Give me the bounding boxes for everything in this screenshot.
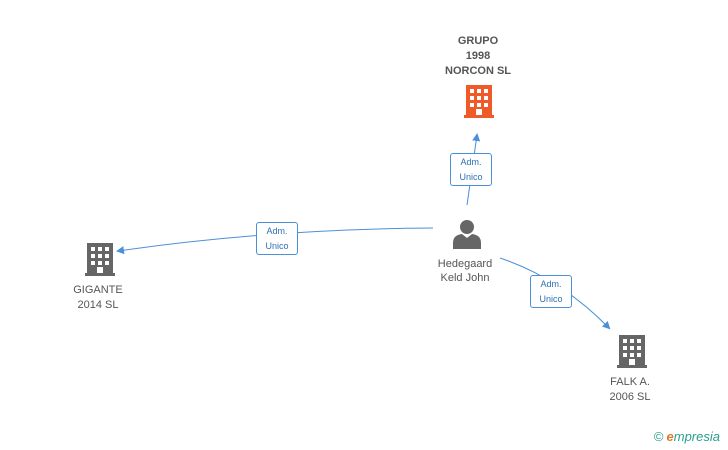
company-name-line: FALK A. [610, 376, 650, 388]
main-company-name-line: NORCON SL [445, 65, 511, 77]
main-company-name-line: GRUPO [457, 35, 499, 47]
main-company-label[interactable]: GRUPO 1998 NORCON SL [438, 34, 518, 79]
relation-role-line: Adm. [266, 226, 288, 236]
relation-role-line: Unico [265, 241, 289, 251]
company-name-line: 2006 SL [609, 391, 651, 403]
building-icon[interactable] [85, 243, 115, 276]
relation-badge-gigante[interactable]: Adm. Unico [256, 222, 298, 255]
company-name-line: GIGANTE [73, 284, 123, 296]
relation-badge-main[interactable]: Adm. Unico [450, 153, 492, 186]
brand-initial: e [666, 429, 674, 444]
person-icon[interactable] [453, 220, 481, 249]
company-name-line: 2014 SL [77, 299, 119, 311]
person-label[interactable]: Hedegaard Keld John [424, 257, 506, 285]
gigante-company-label[interactable]: GIGANTE 2014 SL [56, 283, 140, 313]
building-icon[interactable] [617, 335, 647, 368]
empresia-watermark: ©empresia [654, 429, 720, 444]
copyright-symbol: © [653, 429, 664, 444]
main-company-name-line: 1998 [465, 50, 491, 62]
brand-name: mpresia [673, 429, 720, 444]
relation-role-line: Unico [539, 294, 563, 304]
relation-role-line: Adm. [540, 279, 562, 289]
relation-role-line: Adm. [460, 157, 482, 167]
relation-role-line: Unico [459, 172, 483, 182]
relation-badge-falk[interactable]: Adm. Unico [530, 275, 572, 308]
building-icon[interactable] [464, 85, 494, 118]
person-name-line: Keld John [440, 272, 490, 284]
falk-company-label[interactable]: FALK A. 2006 SL [588, 375, 672, 405]
person-name-line: Hedegaard [437, 258, 493, 270]
